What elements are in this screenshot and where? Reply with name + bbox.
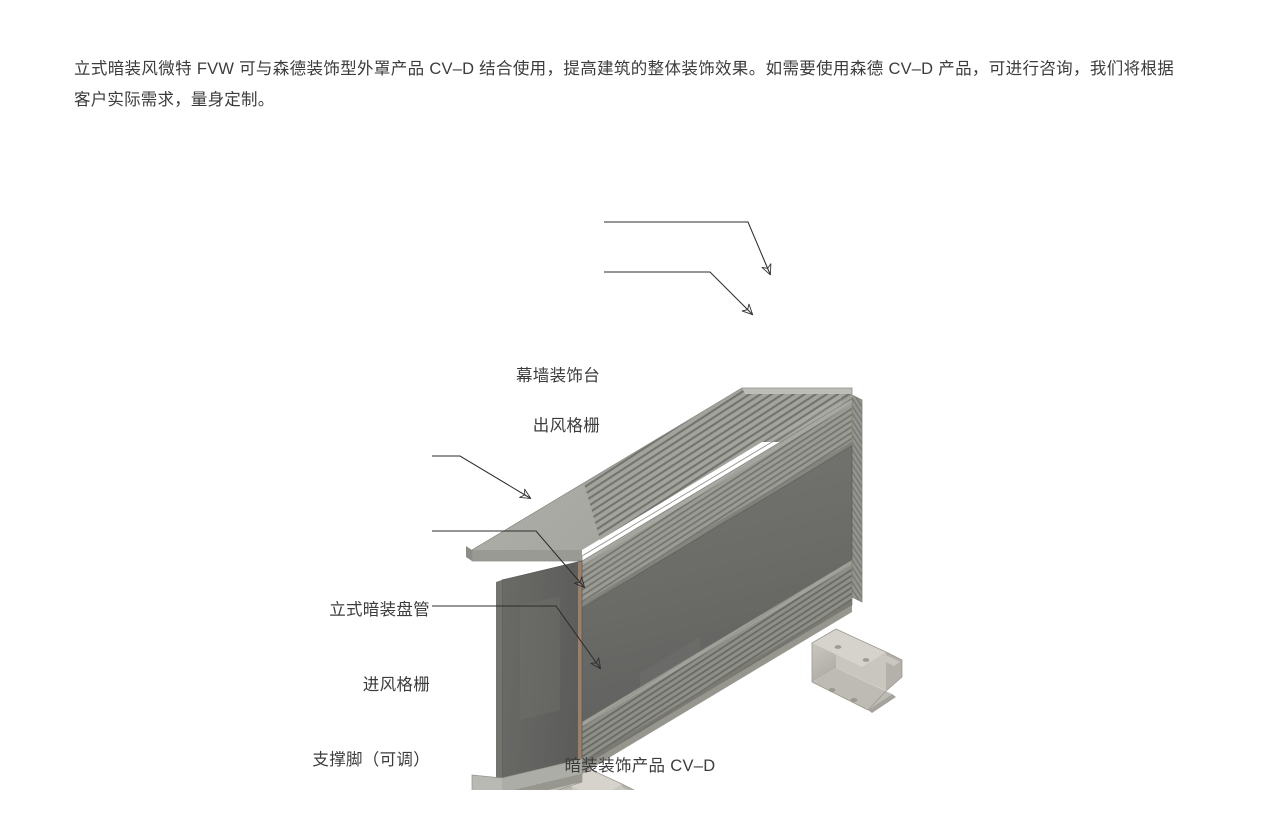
- leader-vertical-concealed-coil: [432, 455, 532, 499]
- figure-caption: 暗装装饰产品 CV–D: [564, 757, 716, 775]
- inlet-grille: [581, 559, 853, 774]
- vertical-concealed-coil: [496, 560, 583, 790]
- product-illustration: [432, 221, 903, 790]
- base-channel: [471, 758, 583, 790]
- callout-label-inlet-grille: 进风格栅: [362, 676, 430, 694]
- outlet-grille: [581, 398, 853, 609]
- intro-paragraph: 立式暗装风微特 FVW 可与森德装饰型外罩产品 CV–D 结合使用，提高建筑的整…: [74, 60, 1174, 109]
- leader-support-foot: [432, 605, 601, 670]
- product-figure: 幕墙装饰台 出风格栅 立式暗装盘管 进风格栅 支撑脚（可调）: [0, 150, 1280, 790]
- curtain-wall-platform: [466, 387, 853, 562]
- callout-leader-lines: [432, 221, 772, 670]
- callout-label-curtain-wall-platform: 幕墙装饰台: [516, 367, 600, 385]
- support-bracket-rear: [811, 628, 903, 713]
- callout-label-vertical-concealed-coil: 立式暗装盘管: [329, 601, 430, 619]
- callout-label-support-foot: 支撑脚（可调）: [312, 751, 430, 769]
- callout-label-outlet-grille: 出风格栅: [532, 417, 600, 435]
- leader-inlet-grille: [432, 530, 586, 589]
- leader-outlet-grille: [604, 271, 754, 316]
- leader-curtain-wall-platform: [604, 221, 772, 276]
